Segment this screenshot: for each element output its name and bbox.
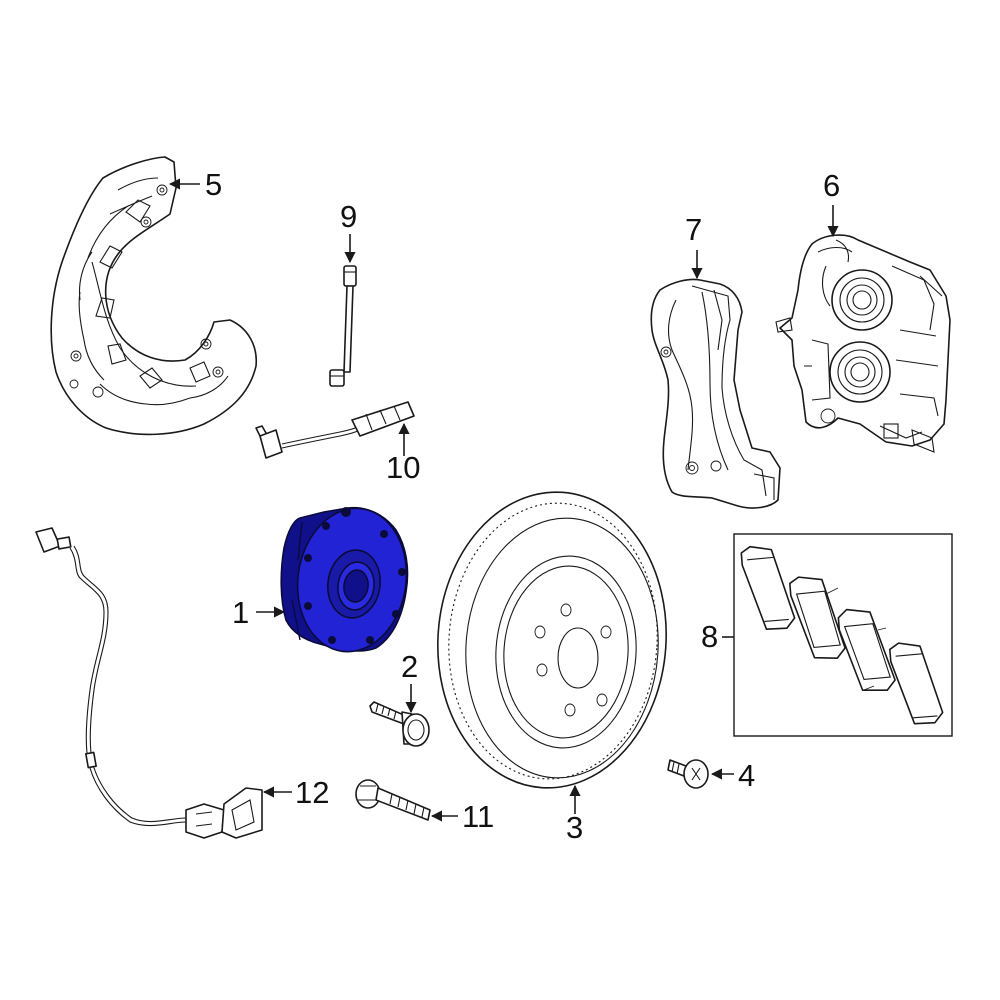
caliper-bracket-part: [650, 278, 781, 509]
callout-10: 10: [386, 450, 420, 485]
hub-bearing-part: [280, 506, 409, 653]
callout-4: 4: [738, 758, 755, 793]
callout-9: 9: [340, 199, 357, 234]
splash-shield-part: [50, 156, 257, 436]
callout-2: 2: [401, 649, 418, 684]
callout-3: 3: [566, 810, 583, 845]
hub-bolt-part: [369, 701, 430, 747]
rotor-screw-part: [667, 759, 709, 789]
callout-7: 7: [685, 212, 702, 247]
brake-pads-kit-part: [733, 533, 953, 737]
abs-sensor-bracket-part: [185, 787, 263, 839]
callout-8: 8: [701, 619, 718, 654]
callout-5: 5: [205, 167, 222, 202]
pad-wear-sensor-part: [329, 265, 357, 387]
callout-11: 11: [462, 799, 494, 834]
callout-1: 1: [232, 595, 249, 630]
callout-12: 12: [295, 775, 329, 810]
wear-sensor-connector-part: [255, 401, 415, 459]
brake-rotor-part: [437, 491, 667, 789]
brake-caliper-part: [775, 234, 951, 453]
abs-sensor-harness-part: [35, 527, 187, 827]
bracket-bolt-part: [355, 779, 431, 821]
callout-6: 6: [823, 168, 840, 203]
